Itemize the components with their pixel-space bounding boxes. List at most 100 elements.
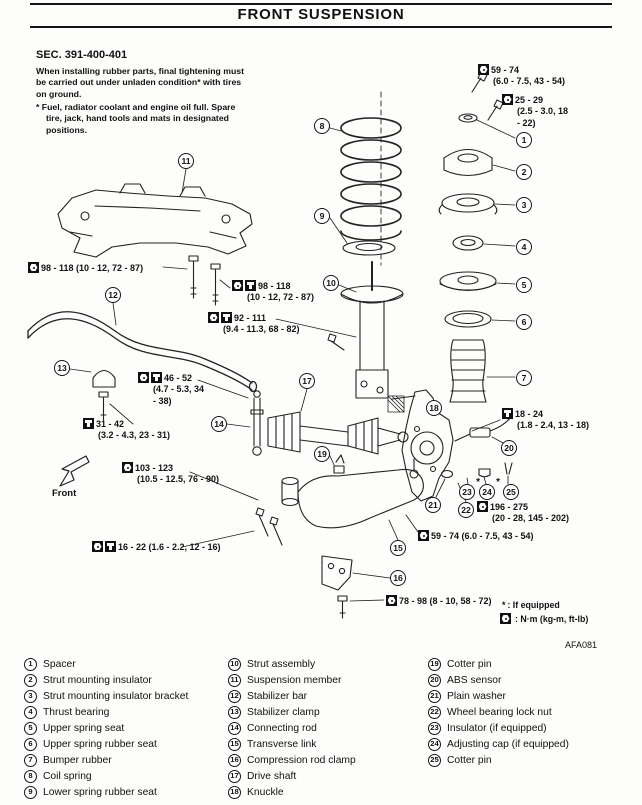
bolt-icon (221, 312, 232, 323)
part-number: 25 (428, 753, 441, 767)
callout-23: 23* (459, 478, 480, 500)
bolt-icon (502, 408, 513, 419)
callout-19: 19 (314, 446, 330, 462)
coil-spring-drawing (340, 117, 402, 241)
part-number: 6 (24, 737, 37, 751)
part-name: ABS sensor (447, 674, 502, 686)
part-name: Stabilizer clamp (247, 706, 320, 718)
parts-list-item: 15 Transverse link (228, 736, 356, 752)
suspension-member-drawing (57, 183, 253, 258)
torque-label: 59 - 74(6.0 - 7.5, 43 - 54) (478, 64, 565, 88)
callout-25: 25 (503, 484, 519, 500)
part-number: 16 (228, 753, 241, 767)
torque-label: 46 - 52(4.7 - 5.3, 34 - 38) (138, 372, 207, 407)
if-equipped-star: * (476, 477, 480, 488)
nut-icon (122, 462, 133, 473)
part-name: Thrust bearing (43, 706, 110, 718)
transverse-link-drawing (281, 458, 424, 529)
torque-label: 59 - 74 (6.0 - 7.5, 43 - 54) (418, 530, 534, 542)
part-name: Stabilizer bar (247, 690, 308, 702)
callout-21: 21 (425, 497, 441, 513)
page-title: FRONT SUSPENSION (237, 6, 405, 23)
part-name: Drive shaft (247, 770, 297, 782)
part-number: 13 (228, 705, 241, 719)
callout-8: 8 (314, 118, 330, 134)
nut-icon (138, 372, 149, 383)
if-equipped-note: *: If equipped (502, 600, 560, 610)
callout-2: 2 (516, 164, 532, 180)
part-number: 21 (428, 689, 441, 703)
install-note-footnote: * Fuel, radiator coolant and engine oil … (36, 102, 236, 135)
section-code: SEC. 391-400-401 (36, 49, 128, 61)
part-number: 10 (228, 657, 241, 671)
mount-insulator-drawing (443, 148, 493, 177)
nut-icon (500, 613, 511, 624)
bolt-icon (245, 280, 256, 291)
callout-17: 17 (299, 373, 315, 389)
part-name: Lower spring rubber seat (43, 786, 157, 798)
part-name: Suspension member (247, 674, 342, 686)
part-number: 24 (428, 737, 441, 751)
strut-assembly-drawing (327, 261, 404, 399)
knuckle-drawing (391, 389, 454, 502)
torque-label: 98 - 118 (10 - 12, 72 - 87) (28, 262, 143, 274)
part-number: 14 (228, 721, 241, 735)
part-number: 1 (24, 657, 37, 671)
nut-icon (502, 94, 513, 105)
torque-label: 78 - 98 (8 - 10, 58 - 72) (386, 595, 492, 607)
callout-18: 18 (426, 400, 442, 416)
front-arrow (59, 455, 90, 487)
callout-20: 20 (501, 440, 517, 456)
nut-icon (418, 530, 429, 541)
spacer-drawing (458, 113, 478, 123)
part-name: Spacer (43, 658, 76, 670)
callout-6: 6 (516, 314, 532, 330)
part-name: Strut mounting insulator bracket (43, 690, 189, 702)
thrust-bearing-drawing (452, 235, 484, 251)
upper-spring-seat-drawing (439, 271, 497, 292)
torque-label: 25 - 29(2.5 - 3.0, 18 - 22) (502, 94, 571, 129)
callout-22: 22 (458, 502, 474, 518)
part-number: 20 (428, 673, 441, 687)
part-name: Compression rod clamp (247, 754, 356, 766)
part-name: Transverse link (247, 738, 317, 750)
bumper-rubber-drawing (449, 339, 487, 403)
part-name: Strut mounting insulator (43, 674, 152, 686)
part-name: Coil spring (43, 770, 92, 782)
hub-small-parts-drawing (440, 462, 513, 479)
parts-list-item: 20 ABS sensor (428, 672, 569, 688)
if-equipped-star: * (496, 477, 500, 488)
callout-7: 7 (516, 370, 532, 386)
part-number: 22 (428, 705, 441, 719)
bracket-hatch (387, 395, 405, 413)
part-number: 2 (24, 673, 37, 687)
connecting-rod-drawing (250, 390, 264, 456)
torque-label: 196 - 275(20 - 28, 145 - 202) (477, 501, 569, 525)
nut-icon (477, 501, 488, 512)
torque-label: 92 - 111(9.4 - 11.3, 68 - 82) (208, 312, 300, 336)
callout-15: 15 (390, 540, 406, 556)
part-number: 15 (228, 737, 241, 751)
part-name: Bumper rubber (43, 754, 112, 766)
leader-lines (69, 119, 516, 602)
nut-icon (478, 64, 489, 75)
part-name: Upper spring seat (43, 722, 125, 734)
stabilizer-clamp-drawing (92, 369, 116, 421)
part-name: Cotter pin (447, 658, 492, 670)
callout-4: 4 (516, 239, 532, 255)
part-name: Insulator (if equipped) (447, 722, 547, 734)
callout-1: 1 (516, 132, 532, 148)
insulator-bracket-drawing (438, 193, 498, 215)
